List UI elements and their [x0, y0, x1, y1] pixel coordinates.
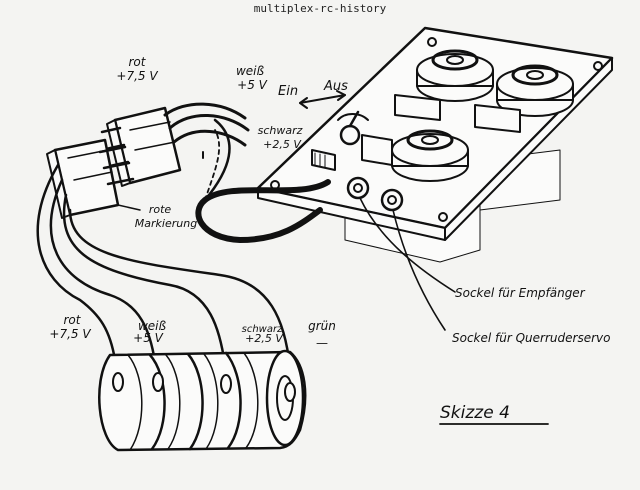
coil-top — [416, 49, 494, 102]
switch-on-label: Ein — [278, 84, 298, 99]
caption: Skizze 4 — [440, 403, 510, 423]
red-marking-line2: Markierung — [135, 217, 197, 230]
socket-servo — [380, 188, 404, 212]
top-red-voltage: +7,5 V — [116, 69, 158, 83]
battery-red-voltage: +7,5 V — [49, 327, 91, 341]
battery-green-mark: — — [316, 336, 328, 350]
socket-servo-label: Sockel für Querruderservo — [452, 331, 610, 345]
battery-red-label: rot — [64, 313, 82, 327]
switch-off-label: Aus — [323, 79, 348, 94]
watermark: multiplex-rc-history — [254, 2, 387, 15]
battery-white-voltage: +5 V — [133, 331, 164, 345]
battery-white-label: weiß — [138, 319, 167, 333]
battery-wires — [36, 163, 292, 370]
top-white-label: weiß — [236, 64, 265, 78]
battery-pack — [98, 349, 307, 452]
switch — [299, 90, 369, 146]
battery-black-voltage: +2,5 V — [245, 332, 284, 345]
twisted-cable — [195, 118, 331, 243]
battery-green-label: grün — [308, 319, 336, 333]
top-red-label: rot — [129, 55, 147, 69]
top-black-voltage: +2,5 V — [263, 138, 302, 151]
battery-black-label: schwarz — [242, 324, 283, 335]
plug-upper — [100, 102, 250, 187]
coil-right — [496, 64, 574, 117]
socket-receiver-label: Sockel für Empfänger — [455, 286, 586, 300]
socket-receiver — [346, 176, 370, 200]
coil-bottom — [391, 129, 469, 182]
top-white-voltage: +5 V — [237, 78, 268, 92]
red-marking-line1: rote — [149, 203, 172, 216]
relay-blocks — [311, 94, 521, 171]
leader-lines — [359, 197, 456, 331]
top-black-label: schwarz — [258, 124, 303, 137]
